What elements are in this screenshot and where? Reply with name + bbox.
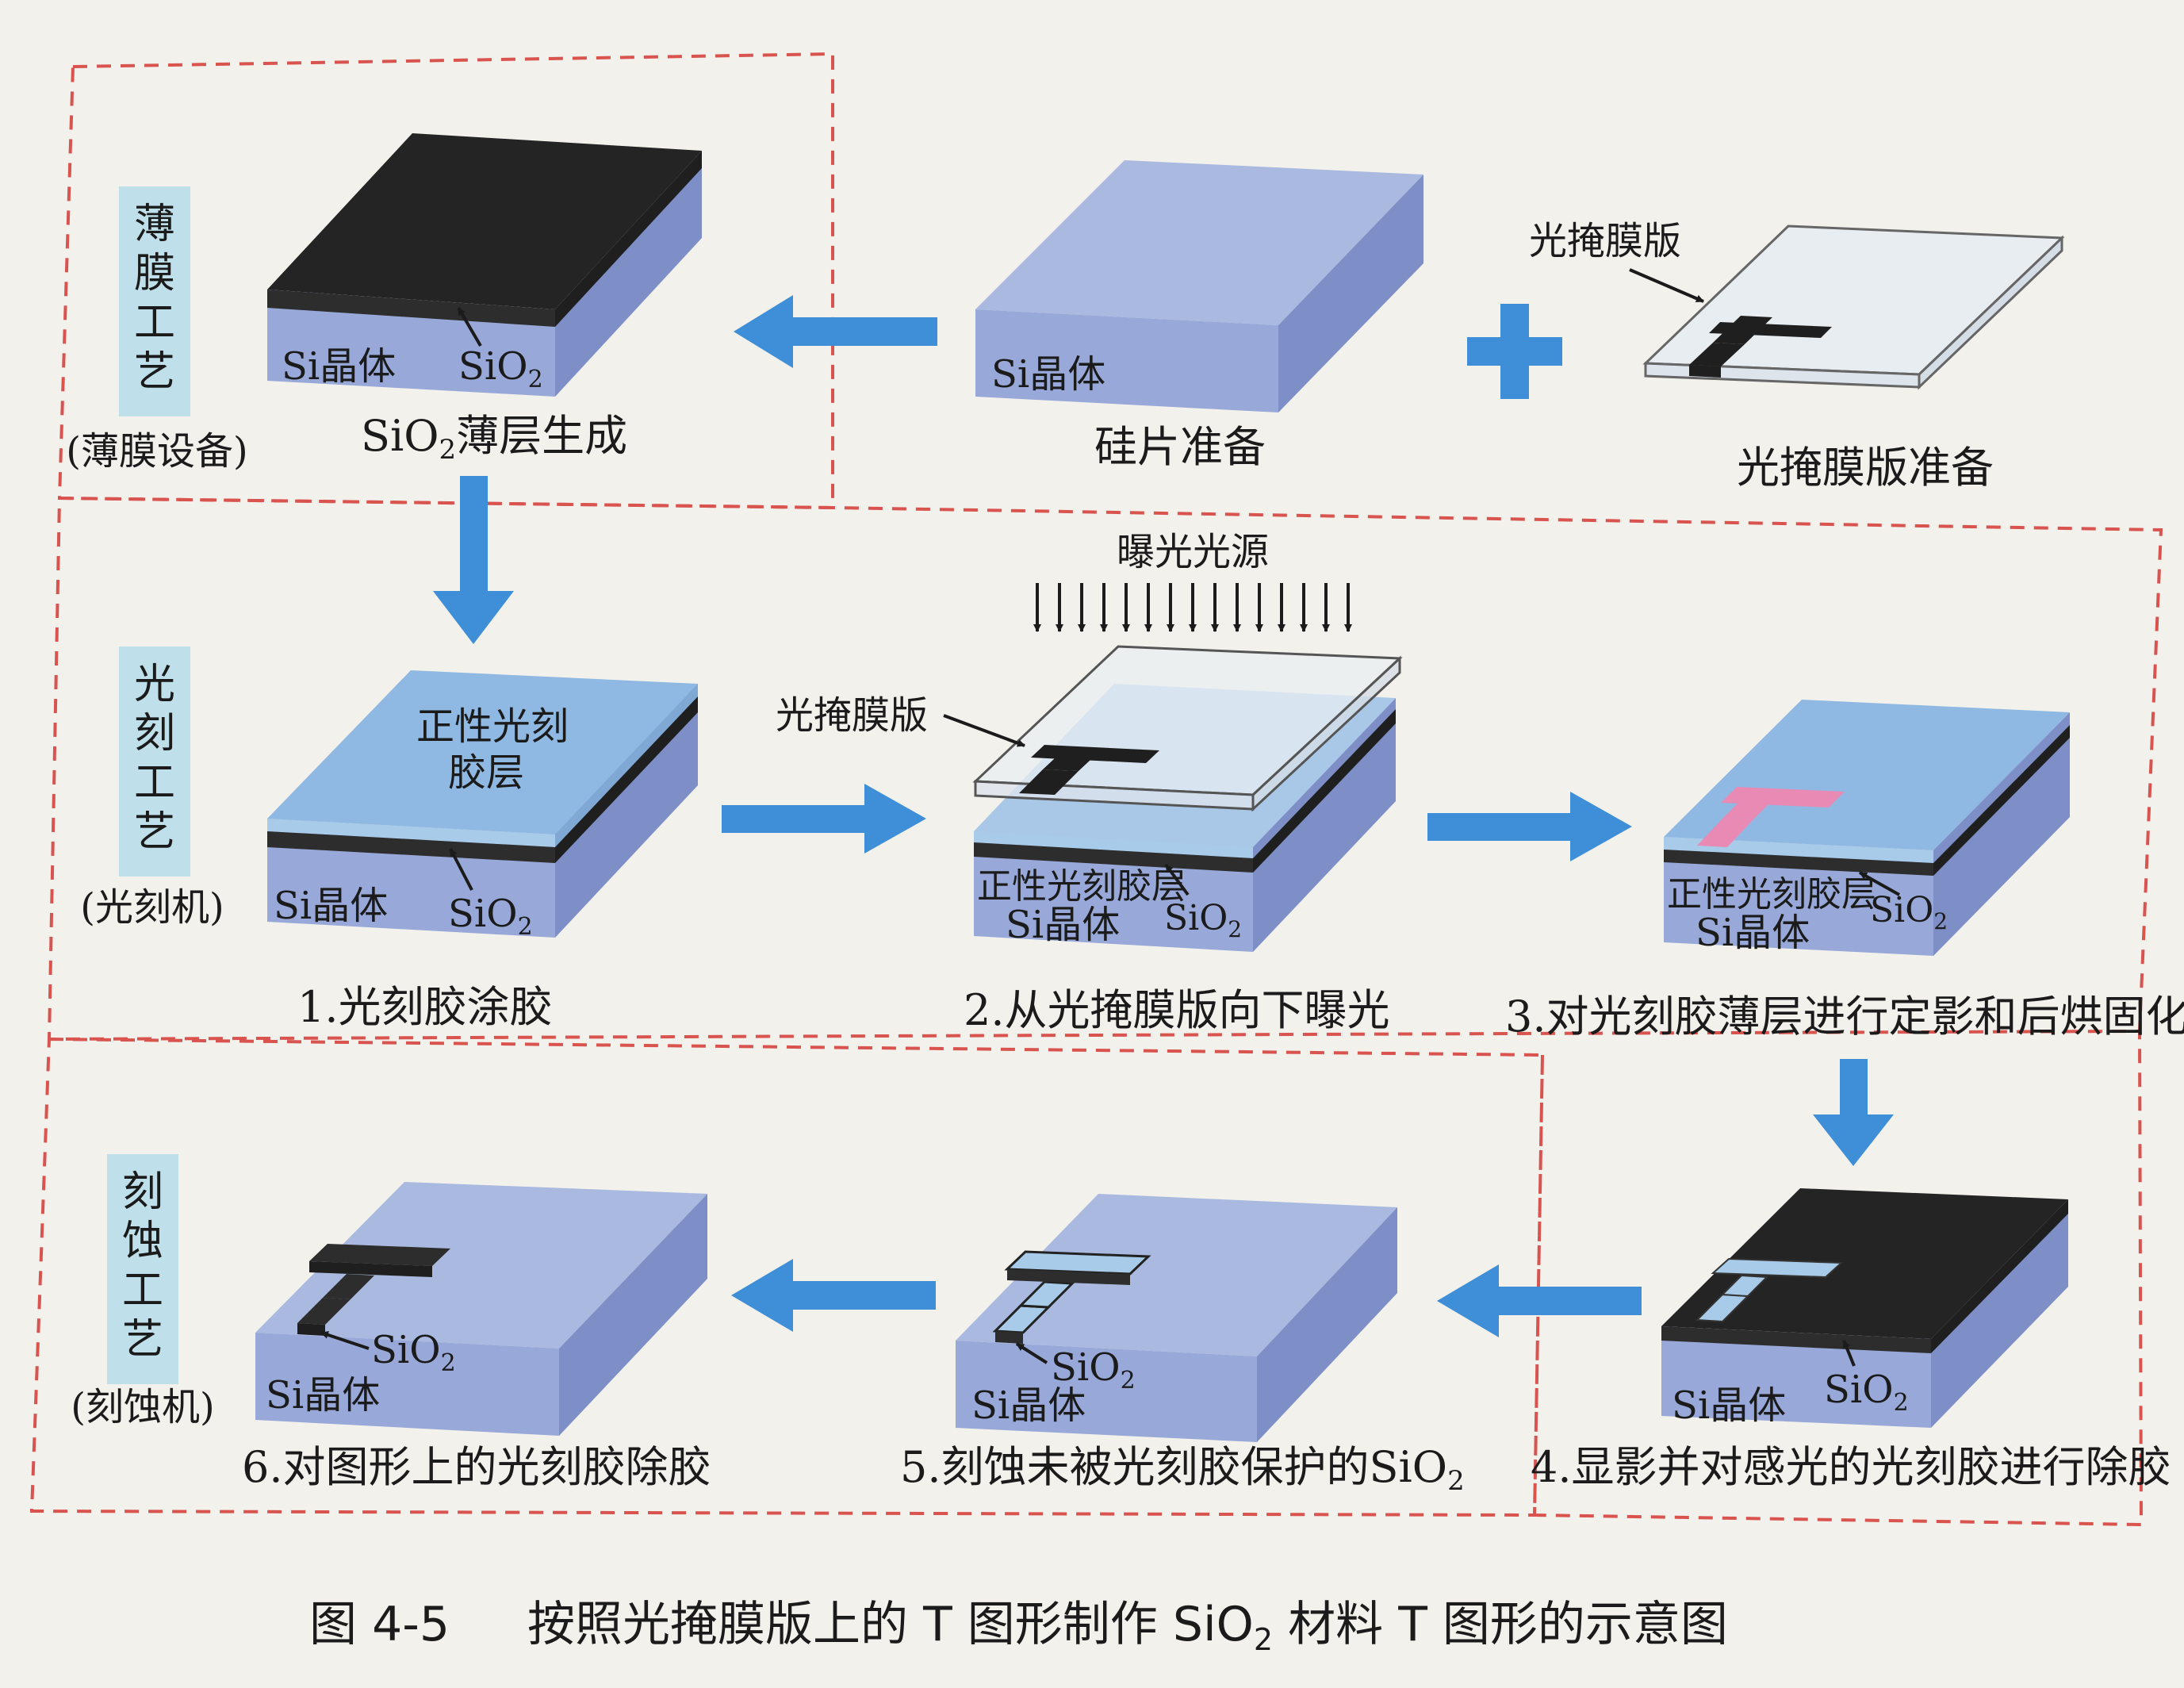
si-label: Si晶体 [971, 1383, 1086, 1428]
sio2-label: SiO2 [448, 892, 533, 941]
block-step6: Si晶体 SiO2 [255, 1182, 707, 1436]
litho-equipment: (光刻机) [80, 885, 224, 930]
arrow-left-row1 [734, 295, 937, 368]
si-label: Si晶体 [991, 352, 1105, 397]
block-step2: 正性光刻胶层 Si晶体 SiO2 [972, 645, 1403, 952]
sio2-label: SiO2 [371, 1328, 456, 1377]
mask-label-step2: 光掩膜版 [776, 693, 928, 738]
film-label-4: 艺 [134, 348, 175, 396]
sio2-label: SiO2 [1164, 898, 1242, 942]
arrow-left-row3b [731, 1259, 936, 1332]
sio2-label: SiO2 [1870, 890, 1948, 934]
light-rays [1033, 583, 1352, 632]
caption-sio2-generation: SiO2薄层生成 [361, 411, 627, 466]
litho-label-2: 刻 [134, 710, 175, 758]
caption-step6: 6.对图形上的光刻胶除胶 [242, 1442, 711, 1492]
mask-plate [1642, 224, 2065, 390]
block-step1: 正性光刻 胶层 Si晶体 SiO2 [267, 670, 698, 941]
block-sio2-layer: Si晶体 SiO2 [267, 133, 702, 397]
litho-label-3: 工 [134, 759, 175, 807]
light-source-label: 曝光光源 [1117, 530, 1269, 574]
caption-step3: 3.对光刻胶薄层进行定影和后烘固化 [1505, 992, 2184, 1042]
litho-label-1: 光 [134, 661, 175, 708]
caption-step4: 4.显影并对感光的光刻胶进行除胶 [1531, 1442, 2171, 1492]
film-label-3: 工 [134, 299, 175, 347]
caption-step5: 5.刻蚀未被光刻胶保护的SiO2 [900, 1442, 1465, 1497]
litho-section-border [47, 496, 2163, 1042]
block-wafer: Si晶体 [975, 160, 1423, 412]
mask-label: 光掩膜版 [1529, 219, 1681, 263]
caption-wafer-prep: 硅片准备 [1094, 422, 1266, 472]
arrow-down-2 [1813, 1059, 1894, 1166]
si-label: Si晶体 [1006, 903, 1120, 947]
etch-equipment: (刻蚀机) [71, 1385, 214, 1429]
mask-pointer-step2 [943, 714, 1025, 747]
etch-section-border [29, 1030, 2144, 1527]
sidebar-film: 薄 膜 工 艺 (薄膜设备) [66, 186, 248, 474]
si-label: Si晶体 [274, 884, 388, 928]
sio2-label: SiO2 [1824, 1368, 1909, 1417]
litho-label-4: 艺 [134, 808, 175, 856]
sio2-label: SiO2 [1051, 1345, 1136, 1395]
etch-label-3: 工 [122, 1267, 163, 1314]
arrow-right-row2a [722, 784, 926, 854]
resist-label-line2: 胶层 [448, 750, 524, 795]
resist-label-line1: 正性光刻 [416, 704, 569, 749]
block-step4: Si晶体 SiO2 [1661, 1188, 2068, 1428]
si-label: Si晶体 [266, 1373, 380, 1418]
si-label: Si晶体 [1695, 911, 1810, 955]
caption-step1: 1.光刻胶涂胶 [297, 982, 553, 1032]
si-label: Si晶体 [282, 344, 396, 389]
film-equipment: (薄膜设备) [66, 429, 247, 474]
sio2-label: SiO2 [458, 344, 543, 393]
sidebar-etch: 刻 蚀 工 艺 (刻蚀机) [71, 1154, 215, 1429]
etch-label-2: 蚀 [122, 1218, 163, 1265]
block-step3: 正性光刻胶层 Si晶体 SiO2 [1664, 700, 2070, 956]
resist-small-label: 正性光刻胶层 [977, 866, 1186, 907]
arrow-down-1 [433, 476, 514, 644]
figure-number: 图 4-5 [309, 1597, 450, 1652]
film-label-2: 膜 [134, 250, 175, 297]
etch-label-4: 艺 [122, 1316, 163, 1364]
si-label: Si晶体 [1672, 1383, 1786, 1428]
resist-small-label: 正性光刻胶层 [1667, 874, 1876, 915]
arrow-right-row2b [1427, 792, 1632, 861]
section-borders [29, 52, 2163, 1527]
block-step5: Si晶体 SiO2 [956, 1194, 1397, 1442]
plus-icon [1467, 304, 1562, 399]
mask-pointer [1629, 268, 1704, 303]
figure-title: 按照光掩膜版上的 T 图形制作 SiO2 材料 T 图形的示意图 [527, 1597, 1728, 1657]
sidebar-litho: 光 刻 工 艺 (光刻机) [80, 646, 224, 930]
film-label-1: 薄 [134, 201, 175, 248]
etch-label-1: 刻 [122, 1168, 163, 1216]
arrow-left-row3a [1437, 1264, 1642, 1337]
caption-step2: 2.从光掩膜版向下曝光 [964, 985, 1390, 1035]
caption-mask-prep: 光掩膜版准备 [1737, 443, 1994, 493]
